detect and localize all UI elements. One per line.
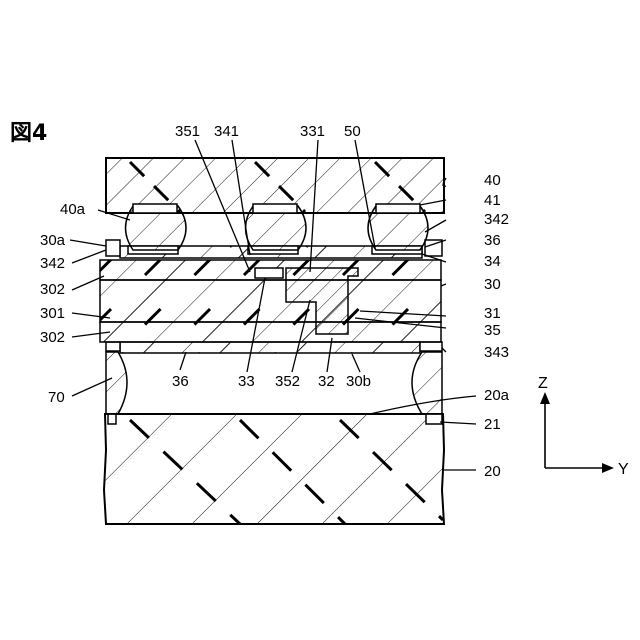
label-30: 30 — [484, 276, 501, 293]
label-70: 70 — [48, 389, 65, 406]
label-34: 34 — [484, 253, 501, 270]
solder-70-left — [106, 352, 127, 414]
core-301 — [100, 280, 441, 322]
pad-343-right — [420, 342, 442, 351]
label-30a: 30a — [40, 232, 66, 249]
pad-41-c — [376, 204, 420, 213]
label-41: 41 — [484, 192, 501, 209]
label-36-bottom: 36 — [172, 373, 189, 390]
label-331: 331 — [300, 123, 325, 140]
pad-343-left — [106, 342, 120, 351]
pad-41-b — [253, 204, 297, 213]
substrate-20 — [104, 414, 444, 524]
label-40: 40 — [484, 172, 501, 189]
label-35: 35 — [484, 322, 501, 339]
pad-21-right — [426, 414, 442, 424]
insulation-36-bottom — [120, 342, 420, 353]
axis-indicator — [540, 392, 614, 473]
label-50: 50 — [344, 123, 361, 140]
label-33: 33 — [238, 373, 255, 390]
insulation-302-lower — [100, 322, 441, 342]
label-31: 31 — [484, 305, 501, 322]
label-40a: 40a — [60, 201, 86, 218]
label-342-right: 342 — [484, 211, 509, 228]
label-301: 301 — [40, 305, 65, 322]
label-351: 351 — [175, 123, 200, 140]
pad-342-left — [106, 240, 120, 256]
label-302-lower: 302 — [40, 329, 65, 346]
label-20a: 20a — [484, 387, 510, 404]
via-351 — [255, 268, 283, 278]
label-342-left: 342 — [40, 255, 65, 272]
label-302-upper: 302 — [40, 281, 65, 298]
label-343: 343 — [484, 344, 509, 361]
axis-z-label: Z — [538, 375, 548, 392]
axis-y-label: Y — [618, 461, 629, 478]
figure-title: 図4 — [10, 121, 47, 146]
label-341: 341 — [214, 123, 239, 140]
label-30b: 30b — [346, 373, 371, 390]
pad-41-a — [133, 204, 177, 213]
pad-21-left — [108, 414, 116, 424]
label-20: 20 — [484, 463, 501, 480]
label-36-right: 36 — [484, 232, 501, 249]
label-32: 32 — [318, 373, 335, 390]
label-352: 352 — [275, 373, 300, 390]
label-21: 21 — [484, 416, 501, 433]
